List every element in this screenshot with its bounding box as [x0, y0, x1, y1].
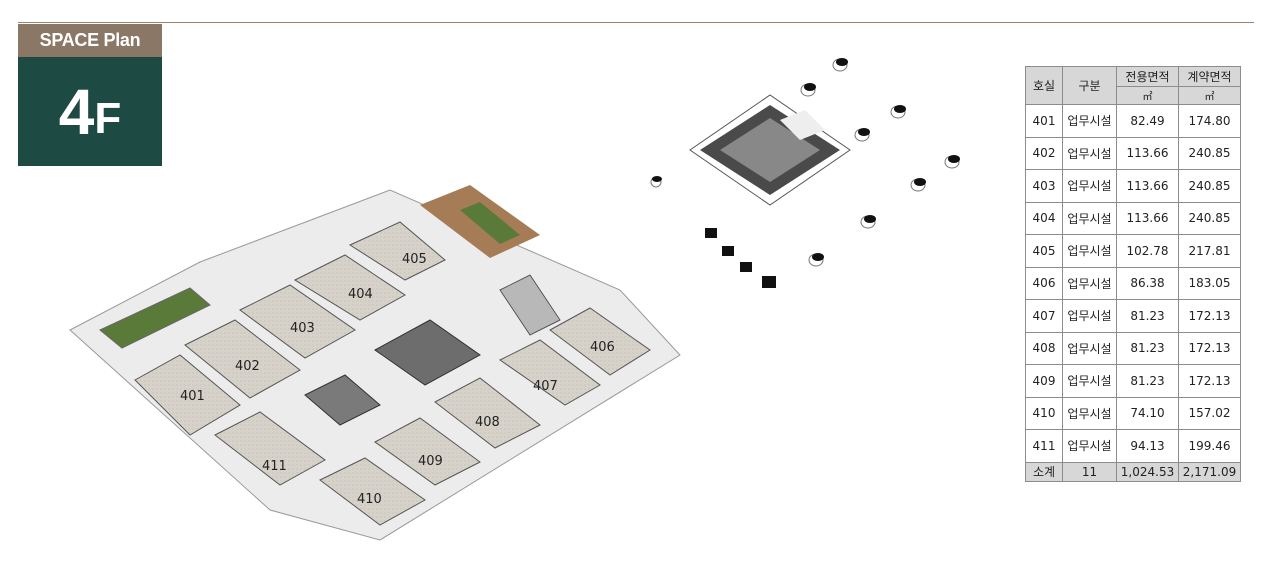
room-label: 403: [290, 321, 315, 336]
cell-exclusive: 81.23: [1116, 299, 1179, 333]
cell-type: 업무시설: [1062, 169, 1117, 203]
header-type: 구분: [1062, 66, 1117, 105]
cell-type: 업무시설: [1062, 201, 1117, 235]
room-label: 407: [533, 379, 558, 394]
unit-contract: ㎡: [1178, 86, 1241, 105]
room-label: 406: [590, 340, 615, 355]
header-exclusive-area: 전용면적: [1116, 66, 1179, 87]
floor-badge: 4 F: [18, 57, 162, 166]
cell-contract: 240.85: [1178, 169, 1241, 203]
cell-type: 업무시설: [1062, 104, 1117, 138]
floor-plan-illustration: 401 402 403 404 405 406 407 408 409 410 …: [69, 185, 681, 541]
cell-type: 업무시설: [1062, 331, 1117, 365]
cell-room: 405: [1025, 234, 1063, 268]
space-plan-badge: SPACE Plan: [18, 24, 162, 57]
cell-room: 403: [1025, 169, 1063, 203]
cell-type: 업무시설: [1062, 136, 1117, 170]
header-room: 호실: [1025, 66, 1063, 105]
cell-type: 업무시설: [1062, 234, 1117, 268]
room-label: 401: [180, 389, 205, 404]
cell-contract: 217.81: [1178, 234, 1241, 268]
cell-contract: 240.85: [1178, 136, 1241, 170]
cell-type: 업무시설: [1062, 396, 1117, 430]
total-contract: 2,171.09: [1178, 461, 1241, 482]
cell-type: 업무시설: [1062, 364, 1117, 398]
room-labels: 401 402 403 404 405 406 407 408 409 410 …: [180, 252, 615, 507]
floor-letter: F: [94, 93, 122, 143]
room-label: 402: [235, 359, 260, 374]
cell-exclusive: 82.49: [1116, 104, 1179, 138]
cell-contract: 172.13: [1178, 364, 1241, 398]
cell-exclusive: 113.66: [1116, 201, 1179, 235]
cell-room: 401: [1025, 104, 1063, 138]
cell-contract: 174.80: [1178, 104, 1241, 138]
cell-contract: 183.05: [1178, 266, 1241, 300]
cell-contract: 199.46: [1178, 429, 1241, 463]
cell-type: 업무시설: [1062, 429, 1117, 463]
cell-room: 407: [1025, 299, 1063, 333]
cell-exclusive: 94.13: [1116, 429, 1179, 463]
cell-room: 408: [1025, 331, 1063, 365]
cell-room: 404: [1025, 201, 1063, 235]
room-label: 408: [475, 415, 500, 430]
room-floors: [134, 221, 651, 526]
cell-room: 409: [1025, 364, 1063, 398]
top-divider: [18, 22, 1254, 23]
cell-contract: 157.02: [1178, 396, 1241, 430]
cell-room: 406: [1025, 266, 1063, 300]
cell-room: 402: [1025, 136, 1063, 170]
room-label: 405: [402, 252, 427, 267]
total-row: 소계 11 1,024.53 2,171.09: [1025, 461, 1241, 482]
cell-exclusive: 81.23: [1116, 364, 1179, 398]
floor-number: 4: [58, 75, 95, 148]
cell-exclusive: 74.10: [1116, 396, 1179, 430]
header-contract-area: 계약면적: [1178, 66, 1241, 87]
cell-room: 411: [1025, 429, 1063, 463]
cell-contract: 172.13: [1178, 331, 1241, 365]
cell-type: 업무시설: [1062, 299, 1117, 333]
total-exclusive: 1,024.53: [1116, 461, 1179, 482]
total-label: 소계: [1025, 461, 1063, 482]
room-label: 410: [357, 492, 382, 507]
cell-contract: 240.85: [1178, 201, 1241, 235]
cell-room: 410: [1025, 396, 1063, 430]
cell-exclusive: 102.78: [1116, 234, 1179, 268]
total-count: 11: [1062, 461, 1117, 482]
room-label: 411: [262, 459, 287, 474]
cell-exclusive: 86.38: [1116, 266, 1179, 300]
unit-exclusive: ㎡: [1116, 86, 1179, 105]
cell-exclusive: 81.23: [1116, 331, 1179, 365]
room-label: 404: [348, 287, 373, 302]
cell-contract: 172.13: [1178, 299, 1241, 333]
room-label: 409: [418, 454, 443, 469]
cell-type: 업무시설: [1062, 266, 1117, 300]
core-column-diagram: [650, 58, 960, 288]
cell-exclusive: 113.66: [1116, 169, 1179, 203]
cell-exclusive: 113.66: [1116, 136, 1179, 170]
